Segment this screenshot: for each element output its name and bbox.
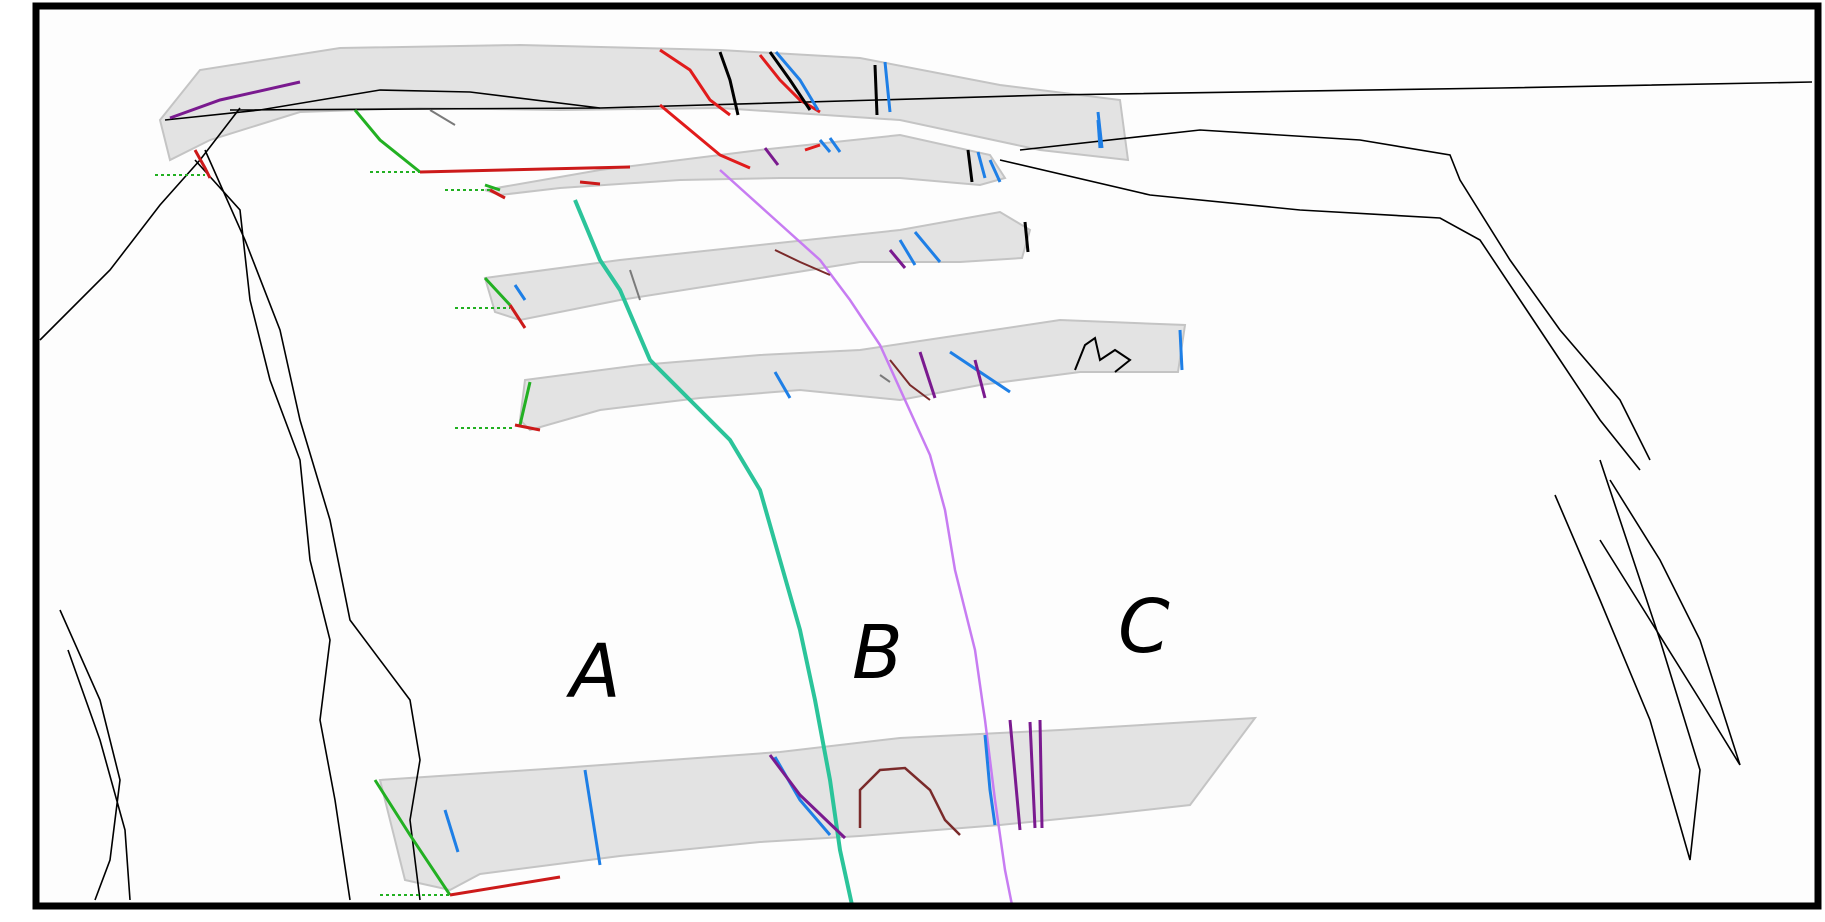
fracture-blue-2: [883, 61, 892, 113]
fracture-red-1: [659, 48, 731, 117]
contour-right-loop-2: [1599, 479, 1741, 766]
zone-label-a: A: [566, 629, 621, 715]
contour-lower-left-1: [59, 609, 121, 901]
heading-red-3: [508, 304, 527, 329]
boundary-b-c: [719, 169, 1014, 906]
heading-red-2: [489, 188, 506, 200]
fracture-black-1: [718, 51, 740, 116]
fracture-gray-2: [629, 269, 641, 301]
outline-contours: [39, 81, 1813, 901]
fracture-blue-6: [976, 151, 987, 179]
fracture-black-2: [768, 51, 812, 111]
fracture-blue-5: [828, 137, 842, 153]
fracture-purple-8: [1038, 719, 1044, 829]
fracture-blue-9: [913, 231, 942, 263]
fracture-brown-1: [858, 766, 961, 836]
fracture-blue-11: [1178, 329, 1184, 371]
contour-top-line: [229, 81, 1813, 111]
heading-markers: [155, 109, 631, 897]
heading-red-0: [193, 149, 212, 179]
fracture-blue-13: [513, 284, 527, 301]
fracture-red-2: [758, 54, 821, 114]
fracture-red-3: [659, 103, 751, 170]
contour-lower-left-2: [67, 649, 131, 901]
fracture-gray-3: [879, 374, 891, 383]
zone-label-c: C: [1118, 584, 1170, 670]
drift-panel-4: [518, 318, 1187, 432]
heading-red-1: [419, 165, 631, 174]
fracture-brown-2: [889, 359, 931, 401]
zone-label-b: B: [852, 610, 903, 696]
fracture-black-3: [873, 64, 879, 116]
contour-left-diagonal: [39, 107, 241, 341]
fracture-purple-1: [169, 80, 301, 120]
fracture-blue-12: [773, 371, 792, 399]
fracture-traces: [169, 48, 1184, 866]
fracture-blue-18: [1096, 119, 1102, 149]
fracture-purple-9: [768, 754, 847, 840]
fracture-black-5: [1023, 221, 1030, 253]
fracture-gray-1: [429, 109, 456, 126]
fracture-blue-4: [818, 139, 832, 153]
heading-red-5: [449, 875, 561, 897]
contour-right-loop: [1554, 459, 1701, 861]
fracture-blue-14: [443, 809, 460, 853]
contour-top-return: [164, 89, 601, 121]
diagram-frame: [32, 2, 1822, 910]
contour-right-upper: [999, 159, 1641, 471]
fracture-blue-1: [774, 51, 820, 111]
boundary-a-b: [573, 199, 854, 906]
contour-right-upper-2: [1019, 129, 1651, 461]
fracture-blue-7: [988, 159, 1002, 183]
fracture-purple-7: [1028, 721, 1037, 829]
fracture-purple-6: [1008, 719, 1022, 831]
fracture-purple-2: [763, 147, 780, 166]
contour-left-vertical-1: [194, 159, 351, 901]
fracture-purple-4: [918, 351, 937, 399]
fracture-brown-3: [774, 249, 831, 276]
fracture-red-4: [804, 143, 821, 152]
heading-green-4: [518, 381, 532, 426]
heading-green-3: [483, 276, 512, 307]
heading-red-2b: [579, 180, 601, 186]
heading-red-4: [514, 423, 541, 432]
contour-left-vertical-2: [204, 149, 421, 901]
fracture-blue-17: [983, 734, 997, 826]
fracture-purple-3: [888, 249, 907, 269]
heading-green-2: [484, 183, 501, 192]
fracture-blue-10: [949, 350, 1011, 394]
heading-green-5: [373, 779, 452, 896]
fracture-purple-5: [973, 359, 987, 399]
heading-green-1: [353, 109, 421, 174]
fracture-black-4: [966, 149, 974, 183]
fracture-blue-8: [898, 239, 917, 266]
fracture-black-scribble: [1074, 336, 1132, 373]
fracture-blue-15: [583, 769, 602, 866]
drift-panel-bottom: [378, 716, 1258, 892]
